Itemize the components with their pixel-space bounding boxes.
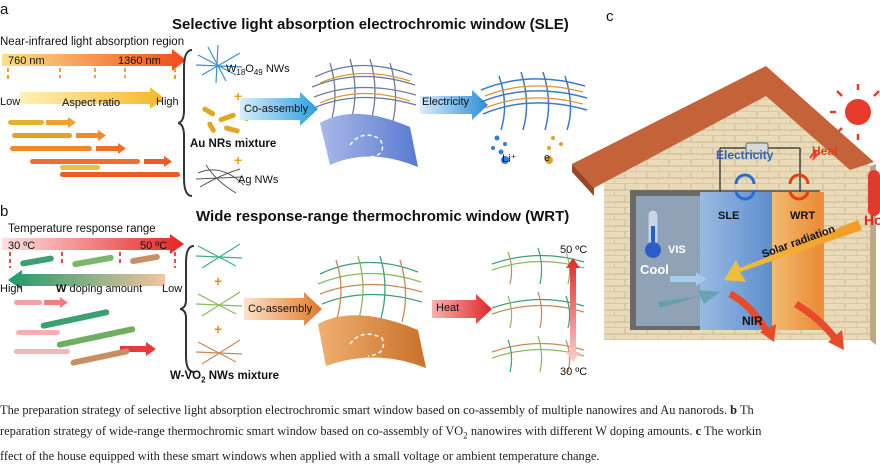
wrt-label: WRT (790, 210, 816, 222)
nir-range-label: Near-infrared light absorption region (0, 36, 185, 48)
wavelength-low: 760 nm (8, 55, 45, 67)
electricity-label-c: Electricity (716, 148, 774, 162)
svg-text:+: + (234, 152, 242, 168)
svg-text:+: + (234, 88, 242, 104)
brace-b (180, 245, 195, 373)
coassembly-arrow-a (240, 92, 318, 126)
temp-high: 50 ºC (140, 240, 168, 252)
panel-a-title: Selective light absorption electrochromi… (172, 16, 569, 33)
caption-line-1: The preparation strategy of selective li… (0, 403, 754, 417)
roof (572, 66, 874, 188)
sle-label: SLE (718, 210, 740, 222)
doping-arrow (8, 270, 165, 290)
au-nrs-label: Au NRs mixture (190, 138, 277, 150)
wrt-cycle-icon (788, 173, 810, 201)
wvo2-mixture-label: W-VO2 NWs mixture (170, 370, 280, 385)
panel-b-left-graphic (2, 234, 184, 366)
panel-a-left-graphic (2, 49, 186, 177)
aspect-label: Aspect ratio (62, 97, 121, 109)
aspect-ratio-arrow (20, 87, 164, 109)
heat-label-c: Heat (812, 144, 839, 158)
sle-film-colored (480, 71, 588, 164)
brace-a (178, 49, 193, 197)
svg-text:+: + (214, 321, 222, 337)
panel-c-letter: c (606, 8, 614, 25)
caption-line-3: ffect of the house equipped with these s… (0, 449, 600, 464)
e-label: e (544, 152, 551, 164)
coassembly-label-b: Co-assembly (248, 303, 313, 315)
electricity-label-a: Electricity (422, 96, 470, 108)
sle-film (311, 58, 418, 167)
wavelength-arrow (2, 49, 186, 71)
heat-arrow-b (432, 294, 492, 324)
panel-b-letter: b (0, 203, 9, 220)
panel-b-ingredients: + + (196, 243, 243, 365)
doping-low: Low (162, 283, 183, 295)
li-label: Li⁺ (502, 153, 517, 165)
cool-label: Cool (640, 262, 669, 277)
aspect-low: Low (0, 96, 21, 108)
temperature-arrow (2, 234, 184, 254)
figure-caption: The preparation strategy of selective li… (0, 400, 880, 467)
doping-high: High (0, 283, 23, 295)
svg-text:+: + (214, 273, 222, 289)
heat-label-b: Heat (436, 302, 460, 314)
vis-label: VIS (668, 244, 686, 256)
sun-icon (845, 99, 871, 125)
electricity-arrow-a (420, 90, 488, 120)
caption-line-2: reparation strategy of wide-range thermo… (0, 424, 762, 441)
aspect-high: High (156, 96, 179, 108)
solar-radiation-arrow (724, 220, 862, 282)
panel-b-title: Wide response-range thermochromic window… (196, 208, 570, 225)
coassembly-arrow-b (244, 292, 322, 326)
w18o49-label: W18O49 NWs (226, 63, 290, 78)
scale-bottom: 30 ºC (560, 366, 588, 378)
hot-label: Ho (864, 212, 880, 228)
nir-label: NIR (742, 314, 763, 328)
cool-thermometer-icon (645, 242, 661, 258)
temp-range-label: Temperature response range (8, 223, 156, 235)
panel-a-letter: a (0, 1, 9, 18)
doping-label: W doping amount (56, 283, 143, 295)
temp-low: 30 ºC (8, 240, 36, 252)
scale-top: 50 ºC (560, 244, 588, 256)
sle-cycle-icon (734, 173, 756, 201)
ag-nws-label: Ag NWs (238, 174, 279, 186)
wrt-film (317, 255, 426, 368)
coassembly-label-a: Co-assembly (244, 103, 309, 115)
wavelength-high: 1360 nm (118, 55, 161, 67)
temperature-scale-arrow (566, 258, 580, 362)
smart-window-house (572, 66, 880, 350)
